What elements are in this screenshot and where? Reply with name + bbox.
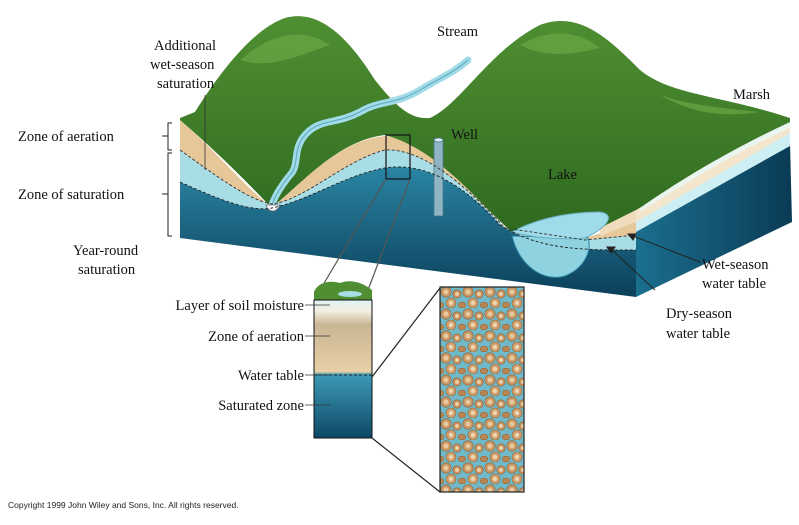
column-puddle (338, 291, 362, 297)
water-table-pointers (606, 233, 701, 291)
front-saturated-zone (180, 166, 636, 297)
landscape-block (179, 16, 792, 297)
front-aeration-zone (180, 120, 636, 240)
label-marsh: Marsh (733, 87, 771, 103)
stream-channel-edge (271, 59, 469, 206)
grain-leaders (371, 287, 441, 493)
side-wet-layer (636, 133, 790, 232)
front-marsh-section (600, 210, 636, 236)
label-year-round-1: Year-round (73, 243, 139, 259)
forest-highlight (240, 33, 760, 115)
wet-season-water-table-line (179, 149, 637, 241)
inset-leaders (319, 178, 411, 291)
lake-surface (510, 211, 609, 240)
label-column-aeration: Zone of aeration (208, 329, 305, 345)
dry-season-water-table-line (179, 166, 637, 251)
inset-selection-box (385, 134, 411, 180)
column-grass-top (314, 281, 372, 300)
label-zone-of-saturation: Zone of saturation (18, 187, 125, 203)
forest-surface (180, 16, 790, 232)
label-well: Well (451, 127, 478, 143)
label-dry-season-table-2: water table (666, 326, 730, 342)
copyright-text: Copyright 1999 John Wiley and Sons, Inc.… (8, 500, 239, 510)
grain-inset (439, 286, 525, 493)
front-wet-season-band (180, 149, 636, 250)
soil-column (305, 281, 373, 439)
label-water-table: Water table (238, 368, 304, 384)
label-wet-season-table-2: water table (702, 276, 766, 292)
marsh-strip (640, 122, 790, 212)
well-top (433, 137, 444, 143)
label-additional-wet-season-3: saturation (157, 76, 215, 92)
block-side-face (636, 143, 792, 297)
label-year-round-2: saturation (78, 262, 136, 278)
label-lake: Lake (548, 167, 577, 183)
column-body (313, 299, 373, 439)
label-saturated-zone: Saturated zone (218, 398, 304, 414)
label-additional-wet-season-1: Additional (154, 38, 216, 54)
label-stream: Stream (437, 24, 479, 40)
label-zone-of-aeration: Zone of aeration (18, 129, 115, 145)
lake-basin (511, 235, 590, 278)
label-soil-moisture: Layer of soil moisture (176, 298, 304, 314)
diagram-labels: Stream Well Lake Marsh Additional wet-se… (8, 24, 771, 510)
label-additional-wet-season-2: wet-season (150, 57, 215, 73)
label-wet-season-table-1: Wet-season (702, 257, 769, 273)
zone-brackets (162, 122, 172, 237)
label-dry-season-table-1: Dry-season (666, 306, 733, 322)
